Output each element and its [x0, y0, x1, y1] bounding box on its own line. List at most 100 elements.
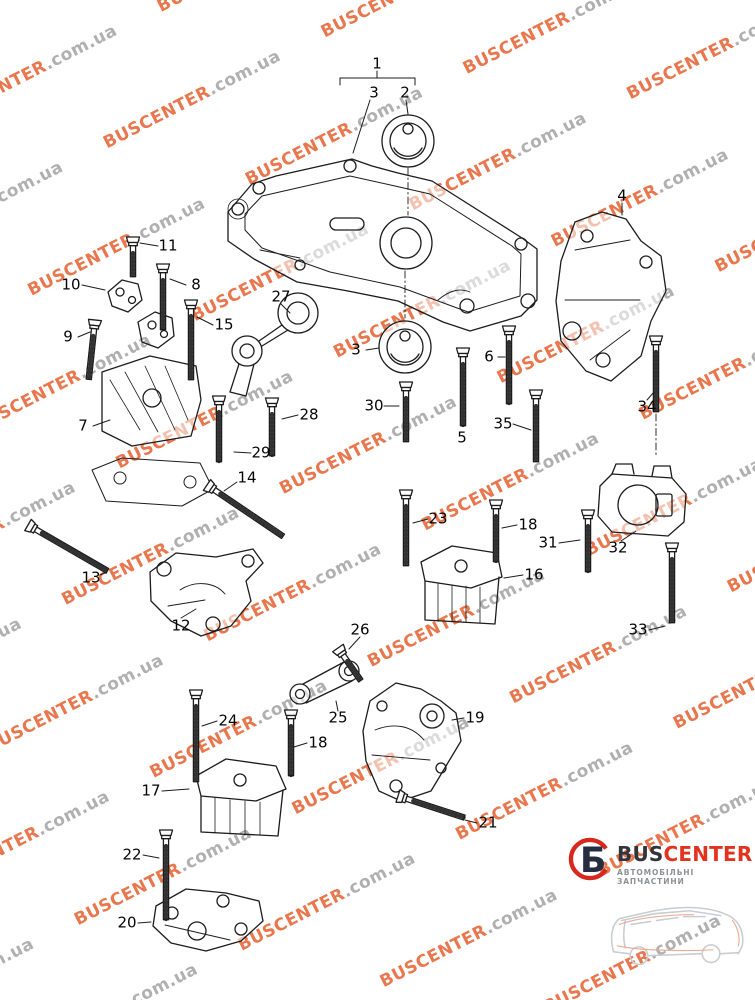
bushing-2-part — [381, 114, 435, 168]
bolt-part — [85, 318, 103, 381]
bolt-part — [395, 789, 466, 821]
callout-1: 1 — [372, 54, 382, 73]
bolt-part — [283, 709, 299, 778]
logo-word-center: CENTER — [663, 842, 753, 866]
callout-29: 29 — [251, 443, 271, 462]
subframe-part — [227, 158, 538, 332]
mount-7-part — [91, 355, 214, 507]
bolt-part — [664, 542, 680, 625]
leader-line — [646, 391, 655, 401]
bolt-part — [398, 381, 414, 444]
callout-8: 8 — [191, 275, 201, 294]
leader-line — [512, 423, 532, 431]
leader-line — [81, 284, 106, 291]
leader-line — [233, 451, 252, 454]
callout-20: 20 — [117, 913, 137, 932]
logo-word-bus: BUS — [617, 842, 664, 866]
leader-line — [558, 539, 581, 544]
bracket-12-part — [149, 548, 264, 637]
callout-13: 13 — [81, 568, 101, 587]
logo-mark-letter: Б — [580, 841, 606, 881]
callout-3: 3 — [369, 83, 379, 102]
clamp-32-part — [597, 463, 687, 537]
bolt-part — [188, 689, 204, 784]
callout-7: 7 — [78, 416, 88, 435]
leader-line — [161, 788, 190, 792]
leader-line — [99, 571, 108, 576]
leader-line — [348, 636, 361, 650]
callout-2: 2 — [400, 83, 410, 102]
leader-line — [137, 921, 152, 924]
logo-subtitle: АВТОМОБІЛЬНІ ЗАПЧАСТИНИ — [617, 868, 695, 886]
callout-34: 34 — [637, 397, 657, 416]
callout-19: 19 — [465, 708, 485, 727]
pendulum-support-27-part — [229, 292, 319, 397]
bolt-part — [528, 389, 544, 464]
callout-5: 5 — [457, 428, 467, 447]
mount-17-part — [195, 758, 287, 837]
bolt-part — [155, 263, 171, 332]
callout-14: 14 — [237, 468, 257, 487]
van-sketch-icon — [610, 906, 744, 966]
leader-line — [464, 819, 478, 824]
callout-32: 32 — [608, 538, 628, 557]
callout-35: 35 — [493, 414, 513, 433]
bolt-part — [455, 347, 471, 428]
callout-21: 21 — [478, 813, 498, 832]
leader-line — [365, 347, 380, 351]
bolt-part — [202, 478, 286, 540]
bolt-part — [211, 395, 227, 464]
callout-24: 24 — [218, 711, 238, 730]
bolt-part — [488, 499, 504, 564]
leader-line — [503, 574, 524, 579]
callout-23: 23 — [428, 509, 448, 528]
callout-15: 15 — [214, 315, 234, 334]
leader-line — [180, 608, 197, 619]
bolt-part — [398, 489, 414, 568]
logo-textblock: BUSCENTER АВТОМОБІЛЬНІ ЗАПЧАСТИНИ — [617, 835, 755, 887]
leader-line — [451, 717, 465, 721]
callout-18: 18 — [518, 515, 538, 534]
buscenter-logo: Б BUSCENTER АВТОМОБІЛЬНІ ЗАПЧАСТИНИ — [567, 835, 755, 886]
callout-33: 33 — [628, 620, 648, 639]
diagram-art — [24, 70, 687, 952]
bracket-19-part — [362, 682, 462, 802]
centerline-layer — [404, 167, 657, 457]
bolt-layer — [24, 236, 680, 922]
leader-line — [139, 242, 159, 247]
buscenter-logo-icon: Б — [568, 837, 608, 881]
leader-line — [405, 99, 409, 115]
callout-10: 10 — [61, 275, 81, 294]
leader-layer — [77, 70, 666, 924]
callout-31: 31 — [538, 533, 558, 552]
callout-6: 6 — [484, 347, 494, 366]
bolt-part — [183, 299, 199, 382]
leader-line — [196, 316, 214, 326]
leader-line — [352, 99, 371, 154]
leader-line — [501, 524, 518, 529]
callout-25: 25 — [328, 708, 348, 727]
leader-line — [412, 518, 429, 524]
logo-wordmark: BUSCENTER — [617, 844, 755, 865]
leader-line — [648, 625, 666, 631]
callout-17: 17 — [141, 781, 161, 800]
bolt-part — [24, 518, 110, 574]
bracket-20-part — [152, 888, 264, 952]
bolt-part — [332, 643, 364, 683]
bolt-part — [580, 509, 596, 574]
callout-16: 16 — [524, 565, 544, 584]
bolt-part — [648, 335, 664, 414]
bolt-part — [125, 236, 141, 279]
bracket-4-part — [555, 211, 667, 382]
bushing-3-part — [378, 320, 432, 374]
callout-26: 26 — [350, 620, 370, 639]
leader-line — [201, 720, 218, 727]
callout-9: 9 — [63, 327, 73, 346]
leader-line — [293, 742, 308, 748]
callout-3: 3 — [351, 340, 361, 359]
callout-22: 22 — [122, 845, 142, 864]
callout-27: 27 — [271, 287, 291, 306]
leader-line — [223, 481, 238, 492]
